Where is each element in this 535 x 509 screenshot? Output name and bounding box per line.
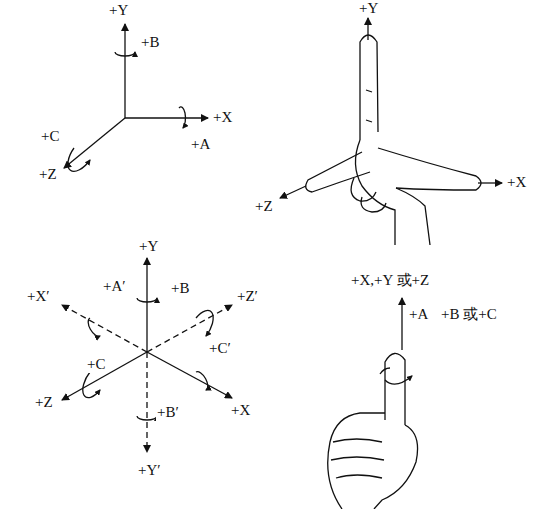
- axis-label: +Y′: [137, 462, 162, 479]
- right-hand-rule: [280, 18, 502, 245]
- axis-label: +A: [190, 136, 211, 153]
- axis-label: +B: [170, 280, 190, 297]
- axis-label: +C: [40, 128, 60, 145]
- axis-label: +Z: [254, 198, 274, 215]
- axis-label: +C′: [208, 340, 232, 357]
- axis-label: +A′: [102, 278, 127, 295]
- rotation-hand-rule: [328, 298, 418, 509]
- axis-label: +X: [212, 109, 233, 126]
- axis-system: [64, 24, 208, 171]
- axis-label: +Z′: [236, 288, 259, 305]
- axis-label: +Y: [138, 238, 159, 255]
- axis-label: +Y: [358, 0, 379, 17]
- axis-label: +X: [230, 402, 251, 419]
- axis-label: +Z: [38, 166, 58, 183]
- axis-label: +B 或+C: [440, 306, 498, 323]
- axis-label: +X′: [26, 288, 51, 305]
- axis-label: +B: [140, 34, 160, 51]
- axis-label: +B′: [156, 404, 180, 421]
- axis-label: +C: [86, 356, 106, 373]
- axis-label: +A: [408, 306, 429, 323]
- axis-system: [62, 258, 232, 452]
- axis-label: +Z: [34, 394, 54, 411]
- axis-label: +X,+Y 或+Z: [350, 272, 430, 289]
- axis-label: +Y: [108, 2, 129, 19]
- axis-label: +X: [506, 174, 527, 191]
